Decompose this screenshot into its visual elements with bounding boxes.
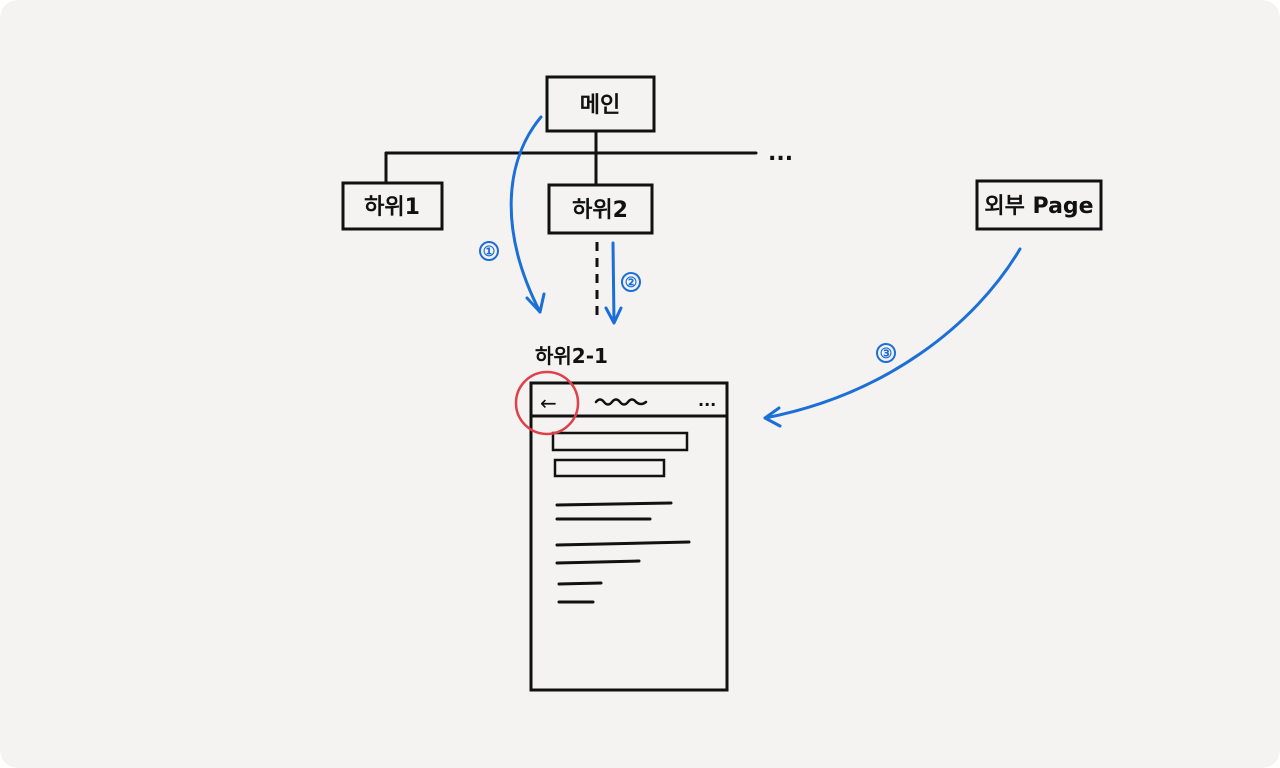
more-menu-icon[interactable]: ... — [698, 391, 716, 410]
text-line-4 — [555, 559, 641, 565]
text-line-5 — [557, 581, 603, 586]
node-sub2-box — [547, 183, 654, 235]
arrow-path-2 — [611, 241, 616, 324]
marker-1-circle — [479, 241, 499, 261]
target-page-title: 하위2-1 — [535, 344, 608, 368]
navigation-arrows — [509, 115, 1022, 428]
node-external-label: 외부 Page — [984, 194, 1093, 219]
content-block-1 — [551, 431, 689, 452]
marker-2-label: ② — [625, 276, 638, 291]
arrow-head-3 — [763, 406, 782, 428]
back-arrow-icon[interactable]: ← — [540, 391, 557, 415]
node-external: 외부 Page — [975, 179, 1103, 231]
mockup-frame — [529, 381, 729, 692]
node-main-box — [545, 75, 656, 133]
node-external-box — [975, 179, 1103, 231]
node-main-label: 메인 — [580, 93, 620, 118]
back-button-highlight — [514, 370, 580, 436]
arrow-head-1 — [525, 292, 546, 314]
arrow-head-2 — [604, 306, 623, 325]
text-line-3 — [555, 540, 691, 547]
node-main: 메인 — [545, 75, 656, 133]
tree-connectors — [384, 129, 758, 187]
path-markers: ① ② ③ — [479, 241, 896, 363]
continuation-dots: ... — [768, 141, 793, 166]
marker-2-circle — [621, 272, 641, 292]
arrow-path-1 — [509, 115, 543, 314]
content-block-2 — [553, 458, 666, 478]
arrow-path-3 — [763, 247, 1022, 420]
header-title-scribble — [594, 398, 648, 406]
text-line-1 — [555, 501, 673, 507]
node-sub2-label: 하위2 — [572, 198, 628, 223]
marker-3-label: ③ — [880, 347, 893, 362]
marker-3-circle — [876, 343, 896, 363]
node-sub1-label: 하위1 — [364, 195, 420, 220]
marker-1-label: ① — [483, 245, 496, 260]
node-sub1: 하위1 — [341, 181, 444, 231]
node-sub2: 하위2 — [547, 183, 654, 235]
node-sub1-box — [341, 181, 444, 231]
page-mockup — [529, 381, 729, 692]
